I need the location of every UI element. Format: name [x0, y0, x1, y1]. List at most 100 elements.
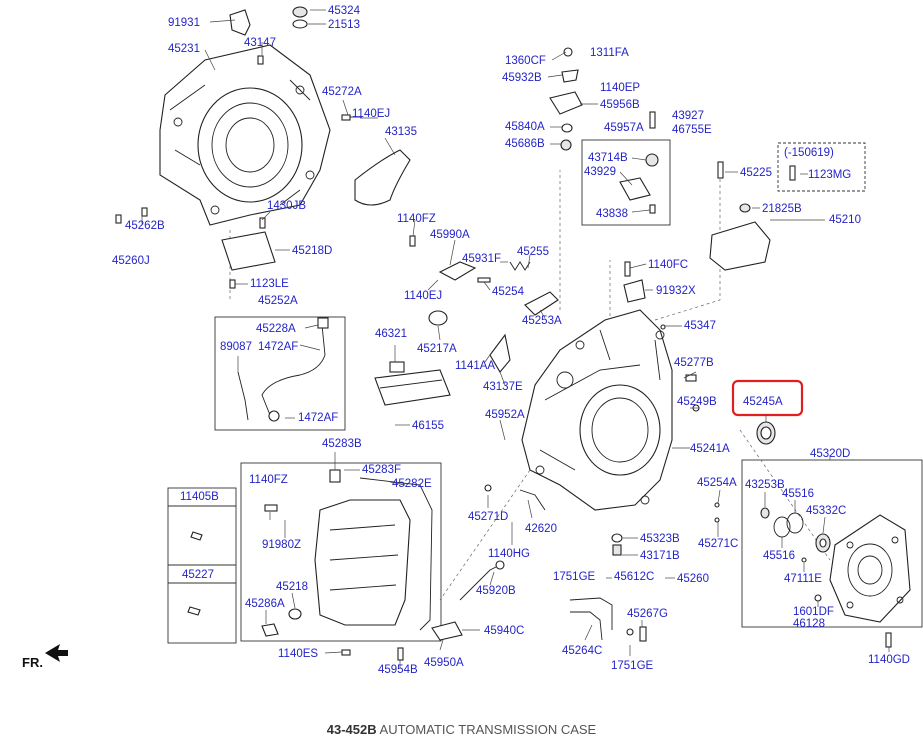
part-label[interactable]: 91932X: [656, 285, 696, 297]
part-label[interactable]: 89087: [220, 341, 252, 353]
part-label[interactable]: 45931F: [462, 253, 501, 265]
oil-filter-46321: [374, 361, 451, 406]
part-label[interactable]: 45932B: [502, 72, 542, 84]
part-label[interactable]: 1601DF: [793, 606, 834, 618]
part-label[interactable]: 45260J: [112, 255, 150, 267]
part-label[interactable]: (-150619): [784, 147, 834, 159]
part-label[interactable]: 43927: [672, 110, 704, 122]
part-label[interactable]: 45218D: [292, 245, 332, 257]
part-label[interactable]: 45612C: [614, 571, 654, 583]
part-label[interactable]: 1751GE: [611, 660, 654, 672]
part-label[interactable]: 47111E: [784, 573, 822, 585]
part-label[interactable]: 21513: [328, 19, 360, 31]
part-label[interactable]: 45262B: [125, 220, 165, 232]
part-label[interactable]: 43714B: [588, 152, 628, 164]
part-label[interactable]: 43147: [244, 37, 276, 49]
front-arrow-icon: [45, 644, 68, 662]
part-label[interactable]: 45241A: [690, 443, 730, 455]
part-label[interactable]: 45227: [182, 569, 214, 581]
part-label[interactable]: 1472AF: [298, 412, 338, 424]
part-label[interactable]: 1140EP: [600, 82, 640, 94]
part-label[interactable]: 45283F: [362, 464, 401, 476]
bolt-11405B: [190, 531, 203, 541]
part-label[interactable]: 45840A: [505, 121, 545, 133]
part-label[interactable]: 45320D: [810, 448, 850, 460]
part-label[interactable]: 45249B: [677, 396, 717, 408]
part-label[interactable]: 45255: [517, 246, 549, 258]
part-label[interactable]: 1360CF: [505, 55, 546, 67]
part-label[interactable]: 43137E: [483, 381, 523, 393]
part-label[interactable]: 45920B: [476, 585, 516, 597]
part-label[interactable]: 45516: [763, 550, 795, 562]
part-label[interactable]: 45225: [740, 167, 772, 179]
part-label[interactable]: 1140HG: [488, 548, 530, 560]
part-label[interactable]: 43171B: [640, 550, 680, 562]
part-label[interactable]: 45957A: [604, 122, 644, 134]
part-label[interactable]: 45283B: [322, 438, 362, 450]
bolt-table: [167, 487, 237, 644]
part-label[interactable]: 1140ES: [278, 648, 318, 660]
bolt: [259, 217, 266, 229]
part-label[interactable]: 45282E: [392, 478, 432, 490]
part-label[interactable]: 43838: [596, 208, 628, 220]
part-label[interactable]: 45940C: [484, 625, 524, 637]
part-label[interactable]: 45952A: [485, 409, 525, 421]
part-label[interactable]: 45990A: [430, 229, 470, 241]
part-label[interactable]: 45956B: [600, 99, 640, 111]
part-label[interactable]: 45267G: [627, 608, 668, 620]
part-label[interactable]: 45323B: [640, 533, 680, 545]
bolt-45225: [717, 161, 724, 179]
guide-43137E: [489, 333, 511, 373]
part-label[interactable]: 45271C: [698, 538, 738, 550]
part-label[interactable]: 43135: [385, 126, 417, 138]
part-label[interactable]: 45286A: [245, 598, 285, 610]
part-label[interactable]: 46128: [793, 618, 825, 630]
part-label[interactable]: 1140GD: [868, 654, 910, 666]
part-label[interactable]: 45272A: [322, 86, 362, 98]
part-label[interactable]: 45686B: [505, 138, 545, 150]
part-label[interactable]: 45231: [168, 43, 200, 55]
part-label[interactable]: 45347: [684, 320, 716, 332]
part-label[interactable]: 45277B: [674, 357, 714, 369]
part-label[interactable]: 1140EJ: [352, 108, 390, 120]
part-label[interactable]: 45217A: [417, 343, 457, 355]
part-label[interactable]: 11405B: [180, 491, 219, 503]
part-label[interactable]: 45253A: [522, 315, 562, 327]
part-label[interactable]: 1140FZ: [397, 213, 436, 225]
part-label[interactable]: 43253B: [745, 479, 785, 491]
part-label[interactable]: 1140EJ: [404, 290, 442, 302]
part-label[interactable]: 45271D: [468, 511, 508, 523]
part-label[interactable]: 45264C: [562, 645, 602, 657]
part-label[interactable]: 1430JB: [267, 200, 306, 212]
part-label[interactable]: 1140FC: [648, 259, 688, 271]
part-label[interactable]: 43929: [584, 166, 616, 178]
part-label[interactable]: 45954B: [378, 664, 418, 676]
part-label[interactable]: 45218: [276, 581, 308, 593]
part-label[interactable]: 1472AF: [258, 341, 298, 353]
part-label[interactable]: 46755E: [672, 124, 712, 136]
part-label[interactable]: 91931: [168, 17, 200, 29]
magnet-45286A: [288, 608, 302, 620]
part-label[interactable]: 1123MG: [808, 169, 851, 181]
part-label[interactable]: 42620: [525, 523, 557, 535]
part-label[interactable]: 45210: [829, 214, 861, 226]
part-label[interactable]: 45260: [677, 573, 709, 585]
part-label[interactable]: 1751GE: [553, 571, 596, 583]
part-label[interactable]: 1141AA: [455, 360, 495, 372]
part-label[interactable]: 46321: [375, 328, 407, 340]
part-label[interactable]: 45252A: [258, 295, 298, 307]
part-label[interactable]: 1140FZ: [249, 474, 288, 486]
part-label[interactable]: 45516: [782, 488, 814, 500]
part-label[interactable]: 46155: [412, 420, 444, 432]
part-label[interactable]: 91980Z: [262, 539, 301, 551]
part-label[interactable]: 45332C: [806, 505, 846, 517]
part-label[interactable]: 45254: [492, 286, 525, 298]
part-label[interactable]: 45324: [328, 5, 361, 17]
part-label[interactable]: 21825B: [762, 203, 802, 215]
part-label[interactable]: 45950A: [424, 657, 464, 669]
part-label[interactable]: 45254A: [697, 477, 737, 489]
part-label[interactable]: 45228A: [256, 323, 296, 335]
part-label[interactable]: 1123LE: [250, 278, 289, 290]
part-label[interactable]: 45245A: [743, 396, 783, 408]
part-label[interactable]: 1311FA: [590, 47, 629, 59]
